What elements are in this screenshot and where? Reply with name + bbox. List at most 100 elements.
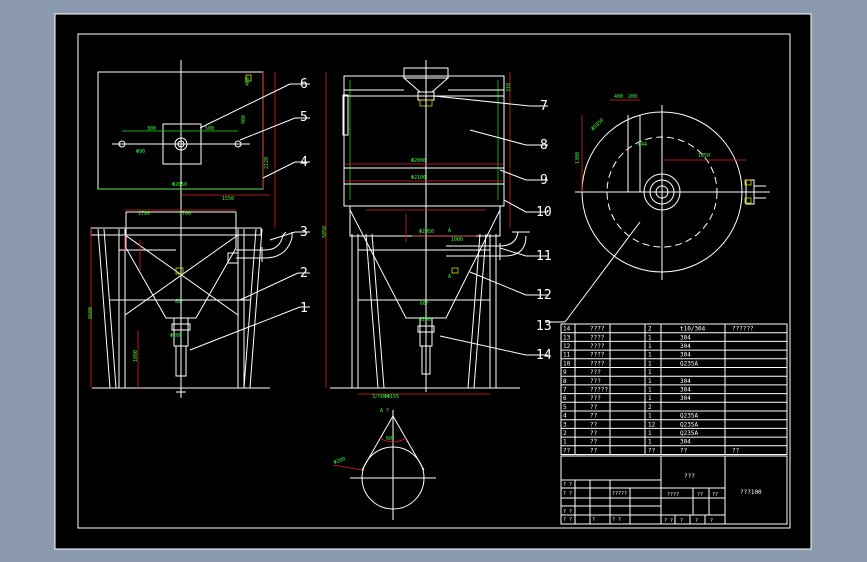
dim-5850: 5850: [322, 226, 328, 238]
bom-cell-name: ??: [590, 421, 598, 428]
bom-cell-qty: 1: [648, 413, 652, 420]
inner-border: [77, 33, 791, 529]
balloon-12: 12: [536, 288, 552, 303]
bom-cell-qty: 2: [648, 326, 652, 333]
tb-r2: ? ?: [563, 491, 572, 497]
tb-r1: ? ?: [563, 482, 572, 488]
balloon-8: 8: [540, 138, 548, 153]
balloon-5: 5: [300, 110, 308, 125]
balloon-10: 10: [536, 205, 552, 220]
bom-cell-no: 7: [563, 387, 567, 394]
plan-dim-1300: 1300: [575, 152, 581, 164]
plan-dim-phi44: Φ44: [638, 142, 647, 148]
plan-dim-400: 400: [614, 94, 623, 100]
balloon-13: 13: [536, 319, 552, 334]
bom-cell-mat: 304: [680, 378, 691, 385]
bom-cell-qty: 12: [648, 421, 656, 428]
bom-cell-qty: 1: [648, 360, 652, 367]
bom-cell-no: 13: [563, 334, 571, 341]
bom-cell-name: ???: [590, 378, 601, 385]
bom-cell-name: ????: [590, 360, 605, 367]
dim-1550: 1550: [222, 196, 234, 202]
dim-1700a: 1700: [138, 211, 150, 217]
bom-cell-no: 8: [563, 378, 567, 385]
dim-300: 300: [147, 126, 156, 132]
dim-phi90: Φ90: [136, 149, 145, 155]
bom-cell-no: ??: [563, 447, 571, 454]
bom-cell-name: ???: [590, 395, 601, 402]
plan-dim-200: 200: [628, 94, 637, 100]
dim-60deg: 60°: [175, 299, 184, 305]
tb-r4: ? ?: [563, 517, 572, 523]
dim-phi2100: Φ2100: [411, 175, 426, 181]
balloon-14: 14: [536, 348, 552, 363]
bom-cell-no: 3: [563, 421, 567, 428]
bom-cell-name: ?????: [590, 387, 608, 394]
dim-400: 400: [245, 77, 251, 86]
tb-b: ??: [712, 492, 718, 498]
tb-c1: ?????: [612, 491, 627, 497]
balloon-4: 4: [300, 155, 308, 170]
balloon-11: 11: [536, 249, 552, 264]
bom-cell-name: ??: [590, 430, 598, 437]
tb-c7: ?: [592, 517, 595, 523]
section-mark-bottom: A: [448, 274, 451, 280]
bom-cell-no: 1: [563, 439, 567, 446]
dim-phi200: Φ200: [170, 333, 182, 339]
bom-cell-mat: 304: [680, 343, 691, 350]
bom-cell-qty: 1: [648, 387, 652, 394]
balloon-7: 7: [540, 99, 548, 114]
bom-cell-qty: ??: [648, 447, 656, 454]
bom-cell-name: ??: [590, 439, 598, 446]
bom-cell-no: 11: [563, 352, 571, 359]
bom-frame: [560, 323, 788, 455]
bom-cell-name: ????: [590, 343, 605, 350]
bom-cell-mat: Q235A: [680, 421, 698, 428]
title-block: ??? ???100 ???? ?? ?? ? ? ? ? ? ? ? ? ??…: [560, 455, 788, 525]
bom-cell-qty: 1: [648, 334, 652, 341]
bom-cell-no: 12: [563, 343, 571, 350]
bom-cell-no: 10: [563, 360, 571, 367]
bom-cell-qty: 1: [648, 430, 652, 437]
bom-cell-qty: 1: [648, 395, 652, 402]
balloon-1: 1: [300, 301, 308, 316]
bom-cell-qty: 1: [648, 378, 652, 385]
dim-phi2050: Φ2050: [172, 182, 187, 188]
bom-cell-mat: ??: [680, 447, 688, 454]
bom-cell-no: 14: [563, 326, 571, 333]
bom-cell-no: 9: [563, 369, 567, 376]
dim-500: 500: [205, 126, 214, 132]
bom-cell-no: 6: [563, 395, 567, 402]
balloon-2: 2: [300, 266, 308, 281]
middle-section-view: Φ2000 Φ2100 Φ2050 1000 5850 310 Φ200 3/5…: [322, 60, 530, 400]
tb-a: ??: [697, 492, 703, 498]
dim-bottom: 3/50ΦΦ155: [372, 394, 399, 400]
bom-cell-name: ????: [590, 352, 605, 359]
outer-border: [54, 13, 812, 550]
bom-cell-mat: 304: [680, 395, 691, 402]
scale-label: ????: [667, 492, 679, 498]
dim-phi2000: Φ2000: [411, 158, 426, 164]
bom-cell-qty: 1: [648, 352, 652, 359]
dim-60deg-mid: 60°: [420, 301, 429, 307]
dim-phi200b: Φ200: [419, 317, 431, 323]
bom-cell-mat: 304: [680, 439, 691, 446]
bom-cell-name: ??: [590, 413, 598, 420]
dim-2120: 2120: [264, 157, 270, 169]
detail-a-60deg: 60°: [386, 436, 395, 442]
tb-c5: ?: [695, 518, 698, 524]
bom-cell-no: 2: [563, 430, 567, 437]
bom-cell-mat: Q235A: [680, 360, 698, 367]
dim-1700b: 1700: [179, 211, 191, 217]
balloon-leaders: [189, 83, 641, 356]
detail-a-phi200: Φ200: [333, 456, 346, 466]
dim-phi2050b: Φ2050: [419, 229, 434, 235]
plan-dim-1850: 1850: [698, 153, 710, 159]
bom-cell-name: ????: [590, 334, 605, 341]
balloon-9: 9: [540, 173, 548, 188]
bom-cell-name: ????: [590, 326, 605, 333]
bom-cell-qty: 1: [648, 369, 652, 376]
bom-cell-mat: Q235A: [680, 413, 698, 420]
